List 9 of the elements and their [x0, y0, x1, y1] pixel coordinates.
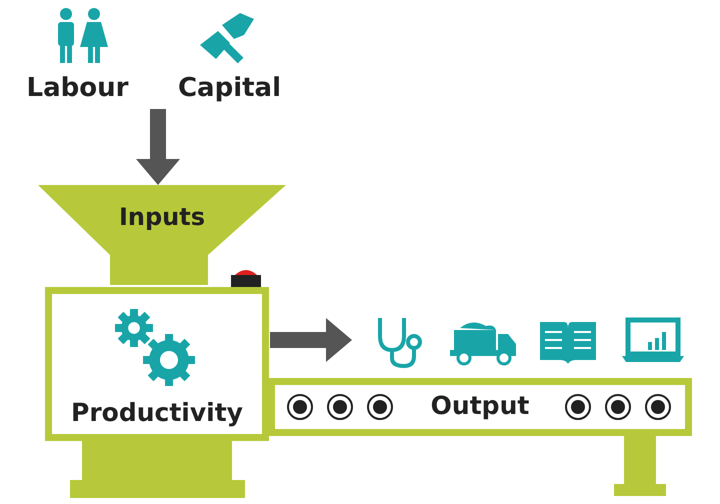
- arrow: [270, 318, 352, 362]
- machine-box: [45, 287, 269, 441]
- input-label: Capital: [176, 73, 282, 103]
- belt-label: Output: [430, 391, 530, 420]
- arrow: [136, 109, 180, 185]
- input-label: Labour: [26, 73, 130, 103]
- machine-label: Productivity: [70, 398, 244, 427]
- funnel-label: Inputs: [118, 203, 206, 231]
- conveyor-belt: [268, 378, 692, 436]
